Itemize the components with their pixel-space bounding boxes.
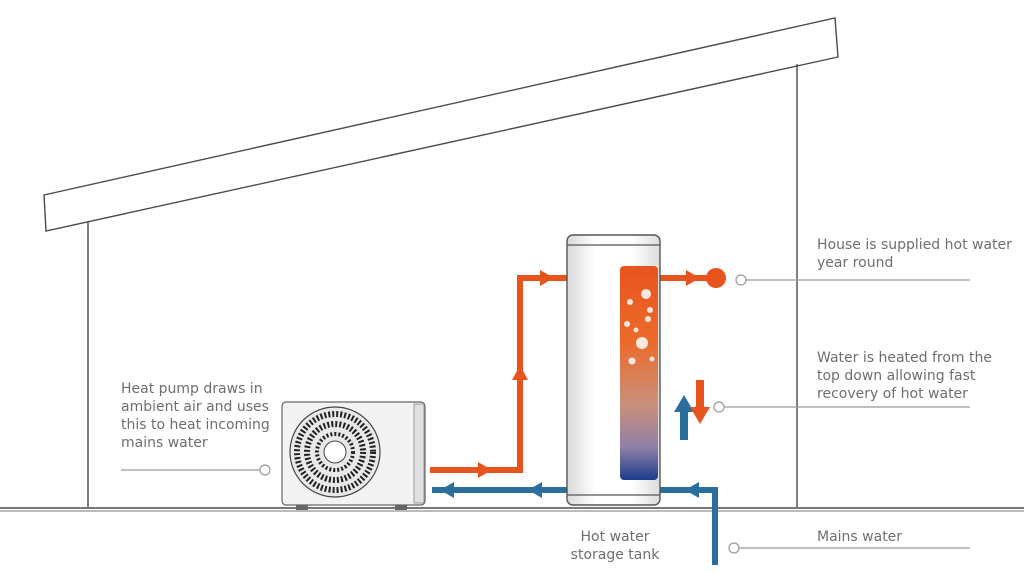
arrow-up-blue bbox=[674, 395, 694, 440]
outlet-tap bbox=[706, 268, 726, 288]
cold-pipe bbox=[432, 487, 718, 565]
heat-pump-unit bbox=[281, 401, 426, 510]
label-heat-pump: Heat pump draws in ambient air and uses … bbox=[121, 381, 270, 451]
fan-hub bbox=[323, 440, 347, 464]
label-water-heated: Water is heated from the top down allowi… bbox=[817, 350, 992, 402]
hot-arrows bbox=[478, 268, 726, 478]
arrow-left-1 bbox=[528, 482, 542, 498]
arrow-right-3 bbox=[686, 270, 700, 286]
recovery-arrows bbox=[674, 380, 710, 440]
arrow-right-1 bbox=[478, 462, 492, 478]
house-outline bbox=[0, 17, 1024, 512]
arrow-left-3 bbox=[685, 482, 699, 498]
callout-lines bbox=[121, 274, 970, 554]
label-house-supplied: House is supplied hot water year round bbox=[817, 237, 1012, 271]
tank-heat-gradient bbox=[620, 266, 658, 480]
arrow-up-1 bbox=[512, 365, 528, 380]
arrow-down-orange bbox=[690, 380, 710, 424]
bubbles bbox=[624, 289, 655, 365]
cold-arrows bbox=[440, 482, 699, 498]
label-mains-water: Mains water bbox=[817, 529, 903, 545]
label-tank: Hot water storage tank bbox=[570, 529, 660, 563]
roof bbox=[43, 17, 839, 232]
storage-tank bbox=[566, 234, 661, 506]
arrow-right-2 bbox=[540, 270, 554, 286]
arrow-left-2 bbox=[440, 482, 454, 498]
